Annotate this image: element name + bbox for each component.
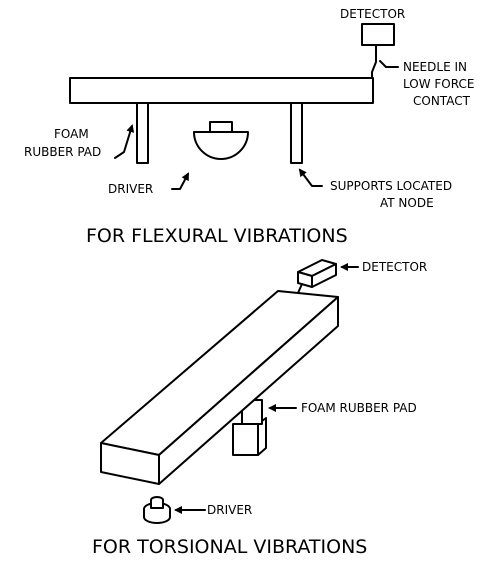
supports-label-line1: SUPPORTS LOCATED: [330, 179, 452, 193]
supports-leader: [298, 168, 323, 187]
flexural-setup: DETECTOR NEEDLE IN LOW FORCE CONTACT FOA…: [24, 7, 474, 247]
torsional-detector-label: DETECTOR: [362, 260, 427, 274]
flexural-detector-label: DETECTOR: [340, 7, 405, 21]
torsional-driver-label: DRIVER: [207, 503, 252, 517]
needle-leader: [379, 60, 399, 68]
flexural-bar: [69, 77, 374, 104]
supports-label-line2: AT NODE: [380, 196, 434, 210]
flexural-foam-pad-support: [136, 102, 149, 164]
torsional-driver: [143, 496, 171, 524]
torsional-bar: [100, 290, 339, 485]
torsional-detector-box: [297, 259, 337, 288]
flexural-node-support: [290, 102, 303, 164]
flexural-needle: [371, 44, 377, 79]
torsional-caption: FOR TORSIONAL VIBRATIONS: [92, 536, 367, 558]
flexural-detector-box: [361, 23, 395, 46]
torsional-needle: [297, 283, 303, 294]
torsional-foam-label: FOAM RUBBER PAD: [301, 401, 417, 415]
needle-label-line2: LOW FORCE: [403, 77, 474, 91]
flexural-caption: FOR FLEXURAL VIBRATIONS: [86, 225, 348, 247]
driver-leader: [171, 172, 189, 190]
foam-pad-leader: [114, 124, 135, 159]
torsional-foam-pad: [232, 399, 267, 456]
foam-pad-label-line1: FOAM: [54, 127, 89, 141]
needle-label-line3: CONTACT: [413, 94, 471, 108]
torsional-setup: DETECTOR FOAM RUBBER PAD DRIVER FOR TORS…: [92, 259, 427, 558]
flexural-driver: [193, 121, 249, 160]
needle-label-line1: NEEDLE IN: [403, 60, 467, 74]
foam-pad-label-line2: RUBBER PAD: [24, 145, 101, 159]
flexural-driver-label: DRIVER: [108, 182, 153, 196]
